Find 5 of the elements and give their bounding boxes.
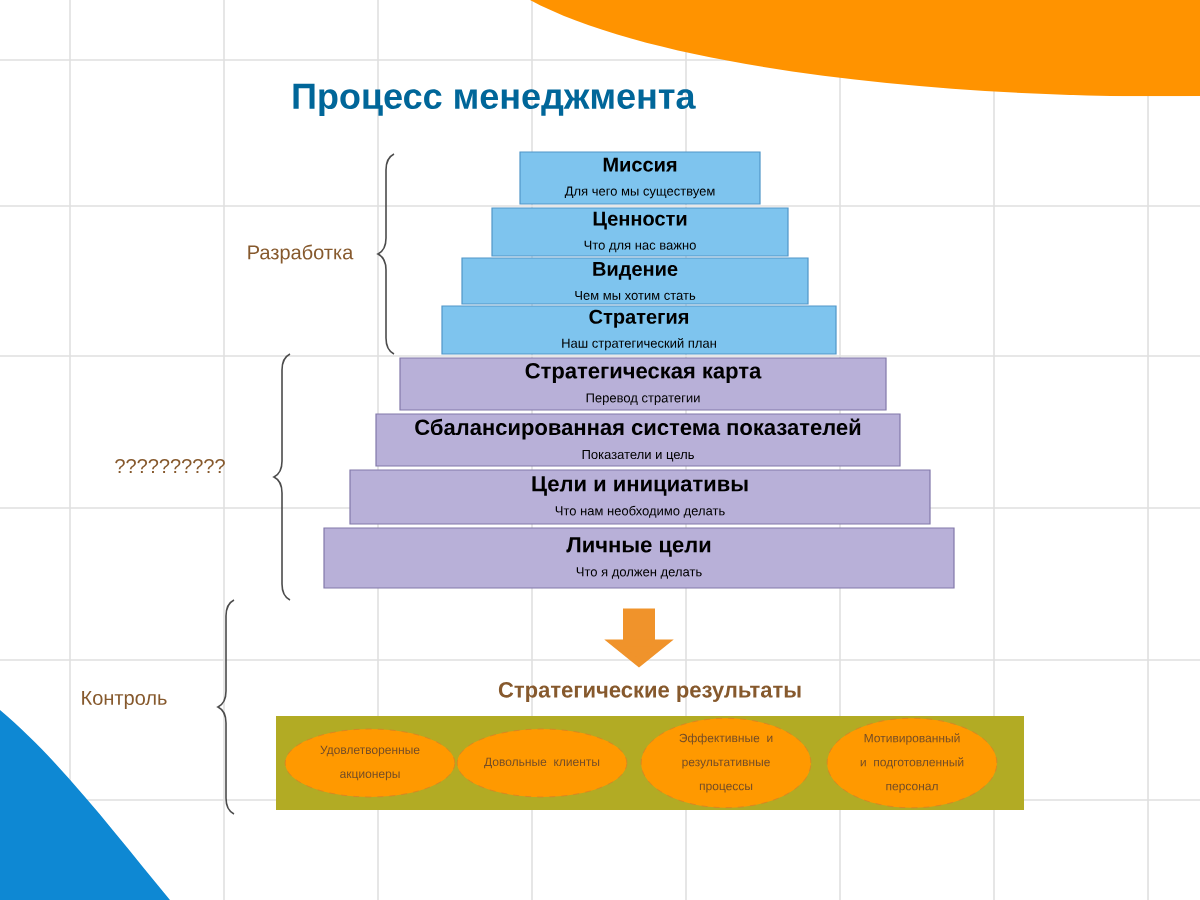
node-label: Стратегические результаты (498, 682, 801, 702)
stage-label: Контроль (82, 691, 167, 709)
stage-label: Разработка (248, 244, 354, 264)
stage-label: ?????????? (115, 459, 225, 473)
title: Процесс менеджмента (293, 83, 696, 117)
